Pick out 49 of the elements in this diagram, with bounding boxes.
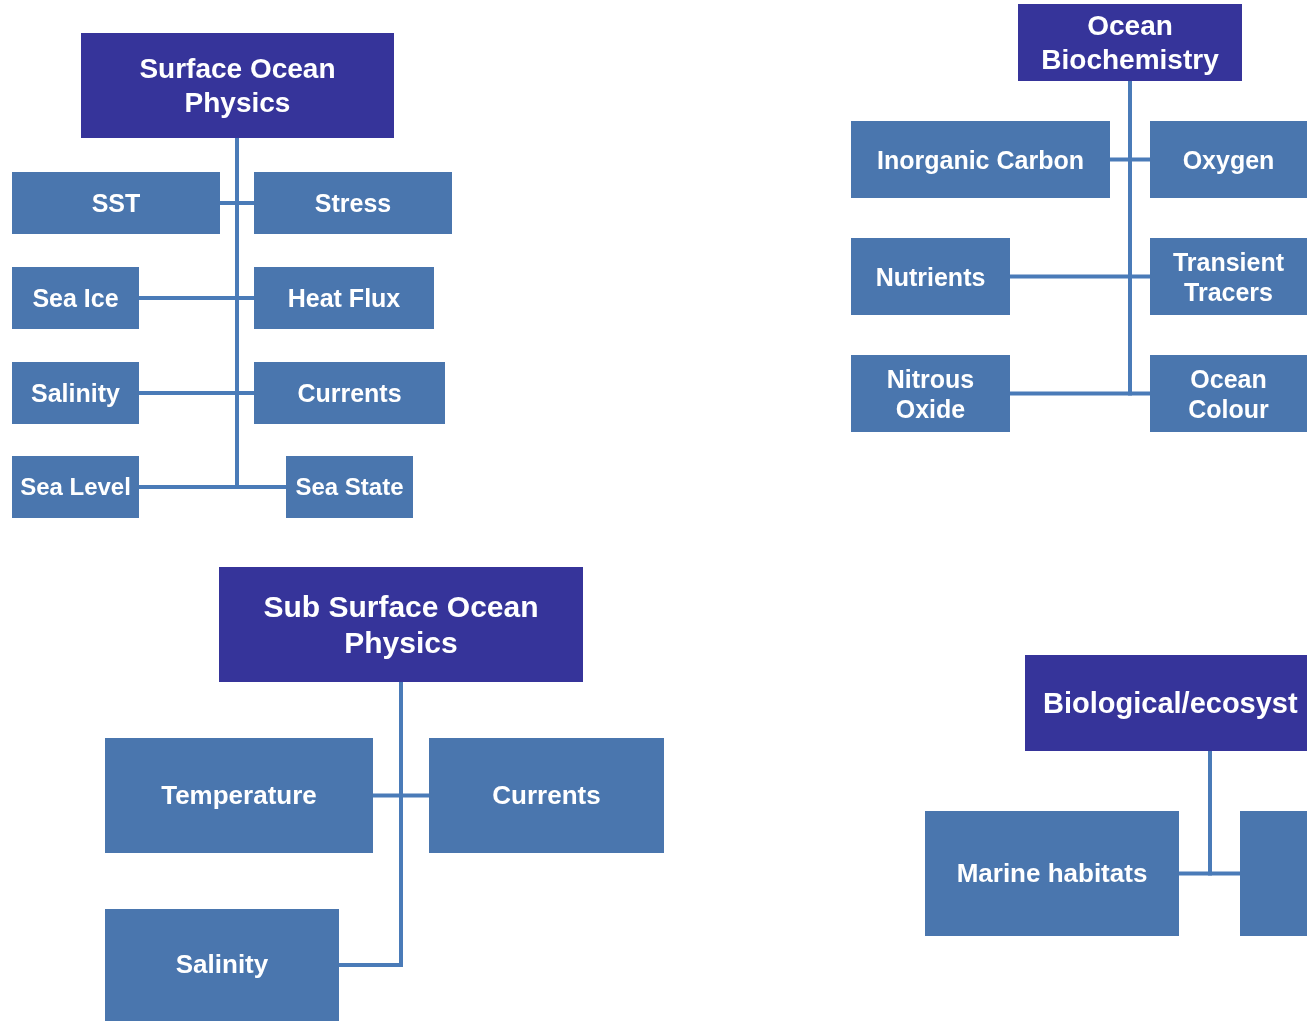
topic-box xyxy=(12,362,139,424)
topic-label: Sea State xyxy=(295,472,404,502)
connector-line xyxy=(235,138,286,489)
category-header-box xyxy=(1025,655,1307,751)
topic-box xyxy=(105,909,339,1021)
category-title: Ocean Biochemistry xyxy=(1041,8,1219,77)
category-header-box xyxy=(1018,4,1242,81)
topic-box xyxy=(851,238,1010,315)
category-title: Sub Surface Ocean Physics xyxy=(262,588,540,661)
topic-label: Temperature xyxy=(161,779,317,812)
topic-box xyxy=(254,267,434,329)
topic-label: Inorganic Carbon xyxy=(877,144,1084,175)
topic-label: Currents xyxy=(297,378,402,408)
topic-box xyxy=(12,267,139,329)
topic-box xyxy=(1150,355,1307,432)
topic-box xyxy=(1150,121,1307,198)
topic-box xyxy=(12,172,220,234)
topic-box xyxy=(254,362,445,424)
topic-label: Salinity xyxy=(175,949,269,981)
topic-box xyxy=(1240,811,1307,936)
topic-label: Transient Tracers xyxy=(1171,246,1286,307)
topic-box xyxy=(851,121,1110,198)
category-title: Biological/ecosyst xyxy=(1043,685,1298,721)
topic-label: Ocean Colour xyxy=(1187,363,1270,424)
topic-box xyxy=(925,811,1179,936)
topic-label: Stress xyxy=(314,188,392,218)
topic-box xyxy=(105,738,373,853)
topic-box xyxy=(429,738,664,853)
topic-label: Oxygen xyxy=(1182,144,1275,175)
topic-label: Nitrous Oxide xyxy=(885,363,976,424)
category-header-box xyxy=(219,567,583,682)
topic-label: Sea Ice xyxy=(32,283,119,313)
topic-label: Currents xyxy=(492,779,601,812)
topic-box xyxy=(286,456,413,518)
topic-box xyxy=(12,456,139,518)
topic-label: Nutrients xyxy=(875,261,986,292)
topic-label: Sea Level xyxy=(20,472,131,502)
topic-label: Marine habitats xyxy=(956,857,1148,890)
topic-label: SST xyxy=(91,188,141,218)
category-header-box xyxy=(81,33,394,138)
topic-box xyxy=(851,355,1010,432)
topic-label: Heat Flux xyxy=(287,283,401,313)
connector-line xyxy=(1208,751,1240,876)
topic-box xyxy=(254,172,452,234)
connector-line xyxy=(339,682,403,967)
topic-label: Salinity xyxy=(31,378,120,408)
topic-box xyxy=(1150,238,1307,315)
category-title: Surface Ocean Physics xyxy=(138,51,337,120)
connector-line xyxy=(1128,81,1150,396)
